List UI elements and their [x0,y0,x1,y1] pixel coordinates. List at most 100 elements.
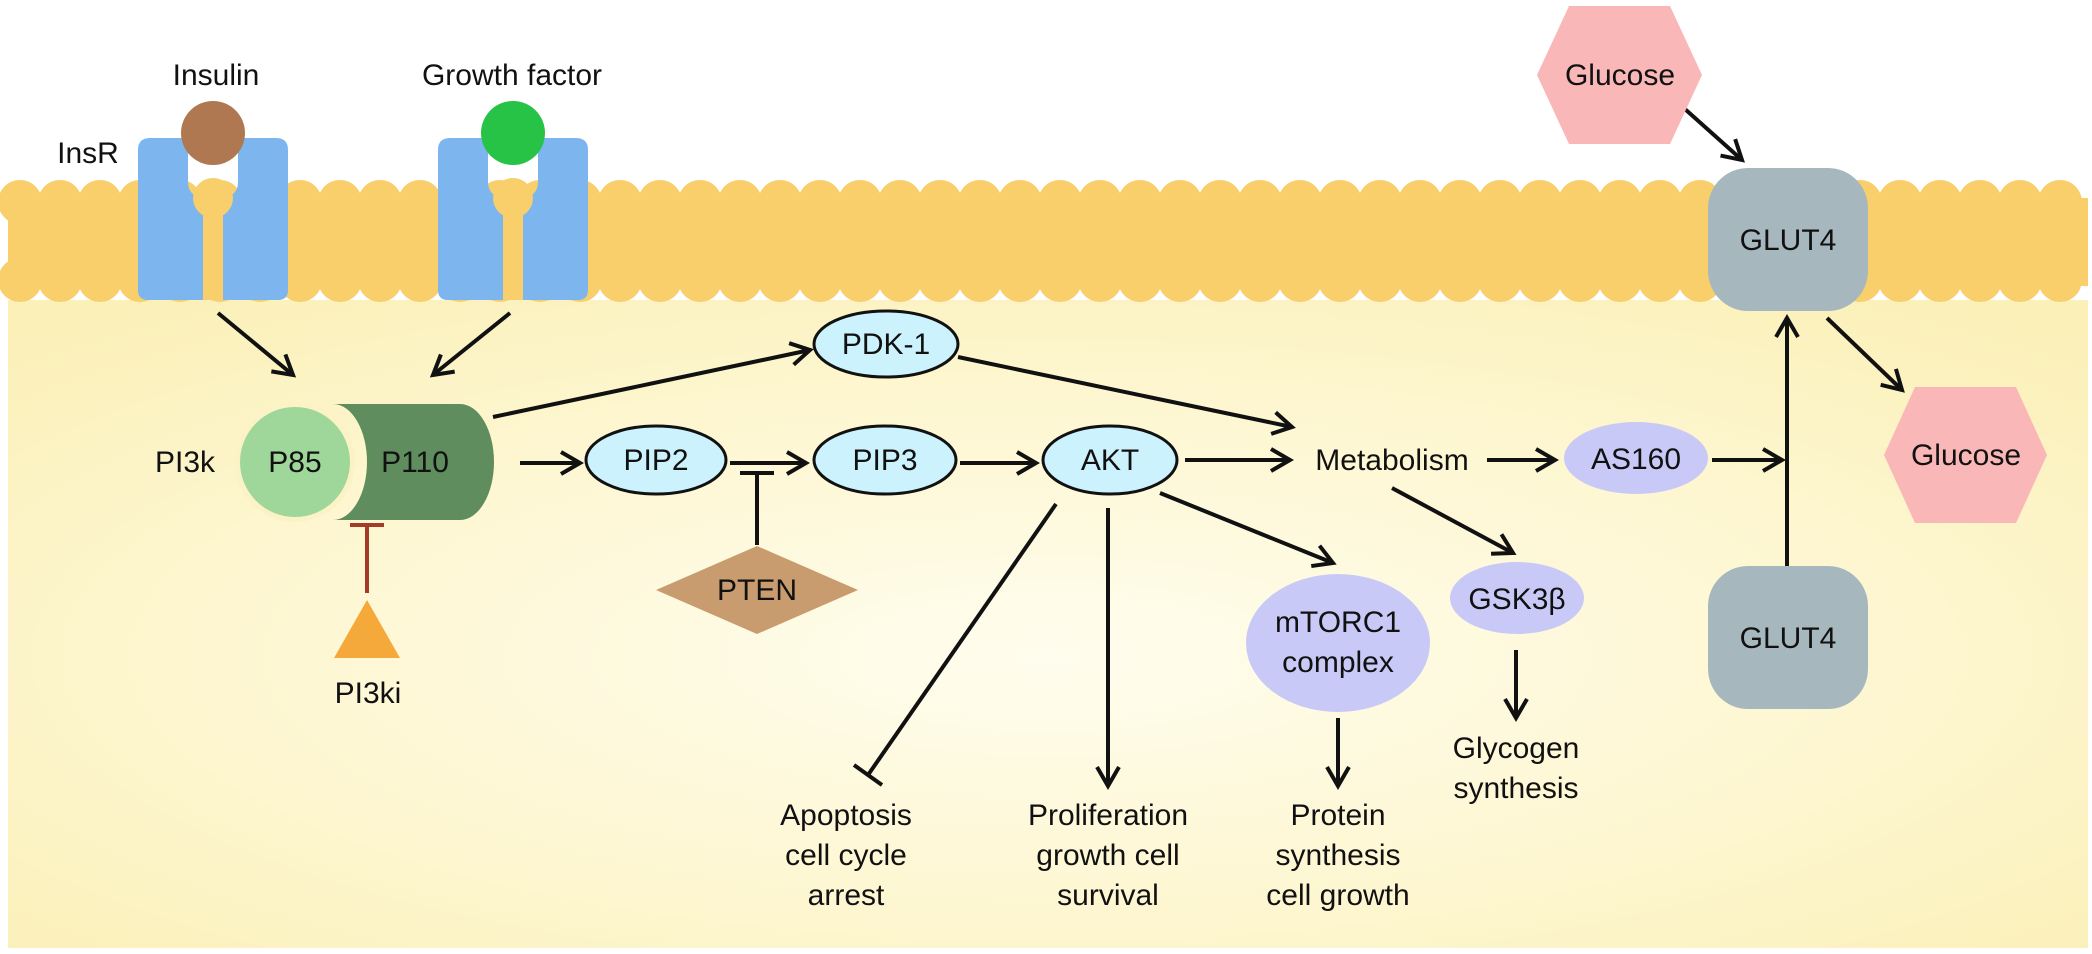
lipid-head-bottom [1038,258,1082,302]
lipid-head-bottom [0,258,42,302]
gsk3b-label: GSK3β [1468,583,1565,616]
lipid-head-top [38,180,82,224]
growth-factor-ligand [481,101,545,165]
lipid-head-bottom [1118,258,1162,302]
as160-label: AS160 [1591,443,1681,476]
pi3k-complex [235,402,494,658]
mtorc1-label-line1: mTORC1 [1275,606,1401,639]
lipid-head-top [958,180,1002,224]
lipid-head-bottom [598,258,642,302]
lipid-head-top [1958,180,2002,224]
gfr-stalk [503,192,523,300]
lipid-head-top [1998,180,2042,224]
pip2-node [584,424,728,496]
proliferation-label-line1: Proliferation [1028,799,1188,832]
pdk1-label: PDK-1 [842,328,930,361]
insulin-label: Insulin [173,59,260,92]
lipid-head-bottom [1238,258,1282,302]
p110-label: P110 [381,446,449,479]
lipid-head-top [1878,180,1922,224]
pip2-label: PIP2 [623,444,688,477]
lipid-head-top [1038,180,1082,224]
lipid-head-bottom [2038,258,2082,302]
lipid-head-bottom [1278,258,1322,302]
edge-insr-to-pi3k [216,311,297,378]
lipid-head-top [1078,180,1122,224]
protein-label-line3: cell growth [1266,879,1409,912]
lipid-head-bottom [1918,258,1962,302]
pi3ki-label: PI3ki [335,677,402,710]
lipid-head-bottom [1158,258,1202,302]
protein-label-line1: Protein [1290,799,1385,832]
pi3ki-inhibitor [334,600,400,658]
lipid-head-bottom [398,258,442,302]
lipid-head-top [1198,180,1242,224]
lipid-head-top [1358,180,1402,224]
lipid-head-bottom [318,258,362,302]
insr-right-subunit [218,138,288,300]
insulin-ligand [181,101,245,165]
growth-factor-receptor [438,101,588,300]
lipid-head-bottom [638,258,682,302]
gfr-pocket [493,178,533,218]
edge-glut4-to-glucose [1825,316,1905,393]
lipid-head-bottom [798,258,842,302]
lipid-head-bottom [1478,258,1522,302]
glucose-inside-node [1884,387,2047,523]
metabolism-label: Metabolism [1315,444,1468,477]
lipid-head-top [1918,180,1962,224]
pi3k-label: PI3k [155,446,216,479]
edge-akt-inhibits-apoptosis [866,502,1058,777]
lipid-head-bottom [1878,258,1922,302]
lipid-head-top [318,180,362,224]
p85-label: P85 [268,446,321,479]
lipid-head-bottom [1358,258,1402,302]
lipid-head-top [758,180,802,224]
edge-gfr-to-pi3k [429,311,512,378]
lipid-head-top [1518,180,1562,224]
akt-node [1041,424,1179,496]
mtorc1-label-line2: complex [1282,646,1394,679]
lipid-head-top [1118,180,1162,224]
proliferation-label-line3: survival [1057,879,1159,912]
insr-pocket [193,178,233,218]
lipid-head-bottom [998,258,1042,302]
edges [216,91,1905,790]
insr-stalk [203,192,223,300]
lipid-head-top [838,180,882,224]
lipid-head-bottom [1078,258,1122,302]
insulin-receptor [138,101,288,300]
lipid-head-bottom [1198,258,1242,302]
glut4-membrane-transporter [1708,168,1868,311]
lipid-head-bottom [78,258,122,302]
lipid-head-top [2038,180,2082,224]
lipid-head-top [598,180,642,224]
lipid-head-bottom [838,258,882,302]
gfr-right-subunit [518,138,588,300]
lipid-head-bottom [1958,258,2002,302]
lipid-head-bottom [958,258,1002,302]
p85-subunit [240,407,350,517]
pip3-node [812,424,958,496]
glucose-outside-label: Glucose [1565,59,1675,92]
lipid-head-bottom [358,258,402,302]
lipid-head-top [1558,180,1602,224]
lipid-head-top [358,180,402,224]
lipid-head-bottom [758,258,802,302]
glut4-membrane-label: GLUT4 [1740,224,1837,257]
lipid-head-top [0,180,42,224]
lipid-head-top [1398,180,1442,224]
proliferation-label-line2: growth cell [1036,839,1179,872]
glucose-inside-label: Glucose [1911,439,2021,472]
lipid-head-top [278,180,322,224]
lipid-head-bottom [1438,258,1482,302]
gfr-left-subunit [438,138,508,300]
pten-label: PTEN [717,574,797,607]
mtorc1-node [1246,574,1430,712]
lipid-head-top [1238,180,1282,224]
lipid-head-top [78,180,122,224]
lipid-head-top [798,180,842,224]
glycogen-label-line1: Glycogen [1453,732,1580,765]
lipid-head-bottom [1398,258,1442,302]
